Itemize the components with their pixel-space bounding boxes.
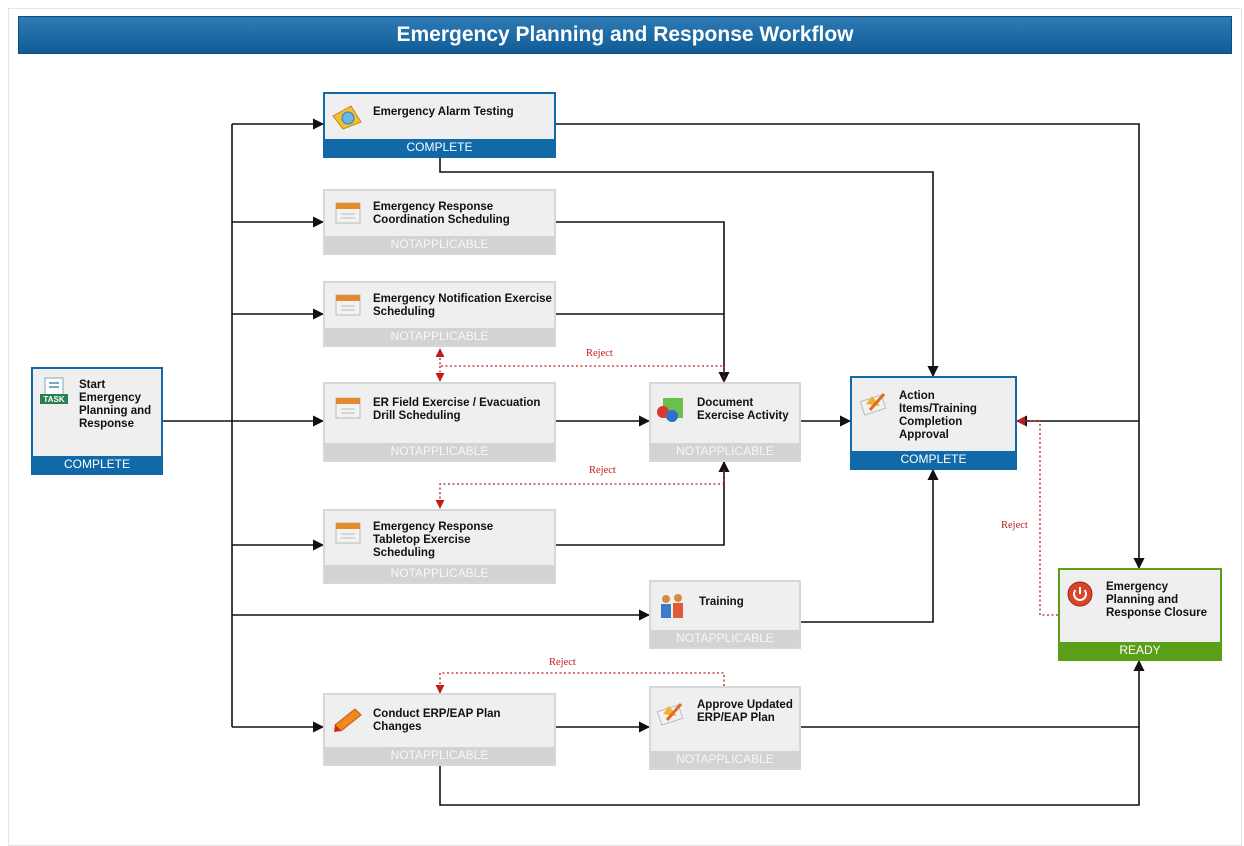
status-badge: NOTAPPLICABLE bbox=[325, 565, 554, 582]
connector-tabletop-document bbox=[556, 460, 730, 546]
task-icon: TASK bbox=[40, 377, 68, 404]
reject-closure-action bbox=[1016, 416, 1058, 616]
reject-label: Reject bbox=[549, 657, 576, 668]
status-badge: NOTAPPLICABLE bbox=[325, 747, 554, 764]
reject-label: Reject bbox=[589, 465, 616, 476]
status-badge: NOTAPPLICABLE bbox=[651, 751, 799, 768]
status-badge: NOTAPPLICABLE bbox=[651, 443, 799, 460]
node-tabletop-scheduling[interactable]: Emergency Response Tabletop Exercise Sch… bbox=[323, 509, 556, 584]
node-field-exercise-scheduling[interactable]: ER Field Exercise / Evacuation Drill Sch… bbox=[323, 382, 556, 462]
approve-icon bbox=[859, 393, 887, 416]
node-label: Approve Updated ERP/EAP Plan bbox=[697, 699, 793, 724]
node-label: Emergency Notification Exercise Scheduli… bbox=[373, 293, 552, 318]
node-label: Emergency Planning and Response Closure bbox=[1106, 581, 1207, 619]
node-label: Start Emergency Planning and Response bbox=[79, 379, 152, 430]
node-notification-scheduling[interactable]: Emergency Notification Exercise Scheduli… bbox=[323, 281, 556, 347]
status-badge: COMPLETE bbox=[325, 139, 554, 156]
power-icon bbox=[1067, 581, 1093, 607]
node-document-exercise-activity[interactable]: Document Exercise Activity NOTAPPLICABLE bbox=[649, 382, 801, 462]
svg-text:TASK: TASK bbox=[43, 395, 64, 404]
connector-approve-closure bbox=[801, 659, 1145, 728]
calendar-icon bbox=[335, 397, 361, 419]
calendar-icon bbox=[335, 294, 361, 316]
reject-label: Reject bbox=[586, 348, 613, 359]
reject-label: Reject bbox=[1001, 520, 1028, 531]
node-action-items-approval[interactable]: Action Items/Training Completion Approva… bbox=[850, 376, 1017, 470]
alarm-test-icon bbox=[332, 105, 362, 130]
calendar-icon bbox=[335, 202, 361, 224]
node-training[interactable]: Training NOTAPPLICABLE bbox=[649, 580, 801, 649]
node-label: Training bbox=[699, 596, 744, 608]
people-icon bbox=[661, 594, 683, 618]
status-badge: READY bbox=[1060, 642, 1220, 659]
connector-training-action bbox=[801, 468, 939, 623]
node-label: Emergency Alarm Testing bbox=[373, 106, 514, 118]
edit-pencil-icon bbox=[334, 708, 362, 732]
status-badge: NOTAPPLICABLE bbox=[651, 630, 799, 647]
node-label: Emergency Response Tabletop Exercise Sch… bbox=[373, 521, 494, 559]
status-badge: NOTAPPLICABLE bbox=[325, 328, 554, 345]
node-approve-plan[interactable]: Approve Updated ERP/EAP Plan NOTAPPLICAB… bbox=[649, 686, 801, 770]
status-badge: NOTAPPLICABLE bbox=[325, 236, 554, 253]
document-activity-icon bbox=[657, 398, 683, 422]
node-label: Conduct ERP/EAP Plan Changes bbox=[373, 708, 501, 733]
reject-approve-conduct bbox=[435, 672, 725, 694]
status-badge: NOTAPPLICABLE bbox=[325, 443, 554, 460]
status-badge: COMPLETE bbox=[852, 451, 1015, 468]
connector-conduct-closure bbox=[439, 727, 1140, 806]
calendar-icon bbox=[335, 522, 361, 544]
approve-icon bbox=[656, 703, 684, 726]
node-label: Emergency Response Coordination Scheduli… bbox=[373, 201, 510, 226]
node-label: ER Field Exercise / Evacuation Drill Sch… bbox=[373, 397, 541, 422]
node-closure[interactable]: Emergency Planning and Response Closure … bbox=[1058, 568, 1222, 661]
reject-document-tabletop bbox=[435, 470, 725, 509]
node-label: Document Exercise Activity bbox=[697, 397, 789, 422]
page-title: Emergency Planning and Response Workflow bbox=[18, 16, 1232, 54]
node-label: Action Items/Training Completion Approva… bbox=[899, 390, 977, 441]
node-coordination-scheduling[interactable]: Emergency Response Coordination Scheduli… bbox=[323, 189, 556, 255]
node-alarm-testing[interactable]: Emergency Alarm Testing COMPLETE bbox=[323, 92, 556, 158]
node-conduct-plan-changes[interactable]: Conduct ERP/EAP Plan Changes NOTAPPLICAB… bbox=[323, 693, 556, 766]
reject-document-notif bbox=[435, 348, 725, 382]
node-start[interactable]: TASK Start Emergency Planning and Respon… bbox=[31, 367, 163, 475]
connector-coord-document bbox=[556, 221, 730, 384]
status-badge: COMPLETE bbox=[33, 456, 161, 473]
connector-alarm-action bbox=[439, 158, 939, 378]
connector-alarm-closure bbox=[556, 123, 1145, 570]
